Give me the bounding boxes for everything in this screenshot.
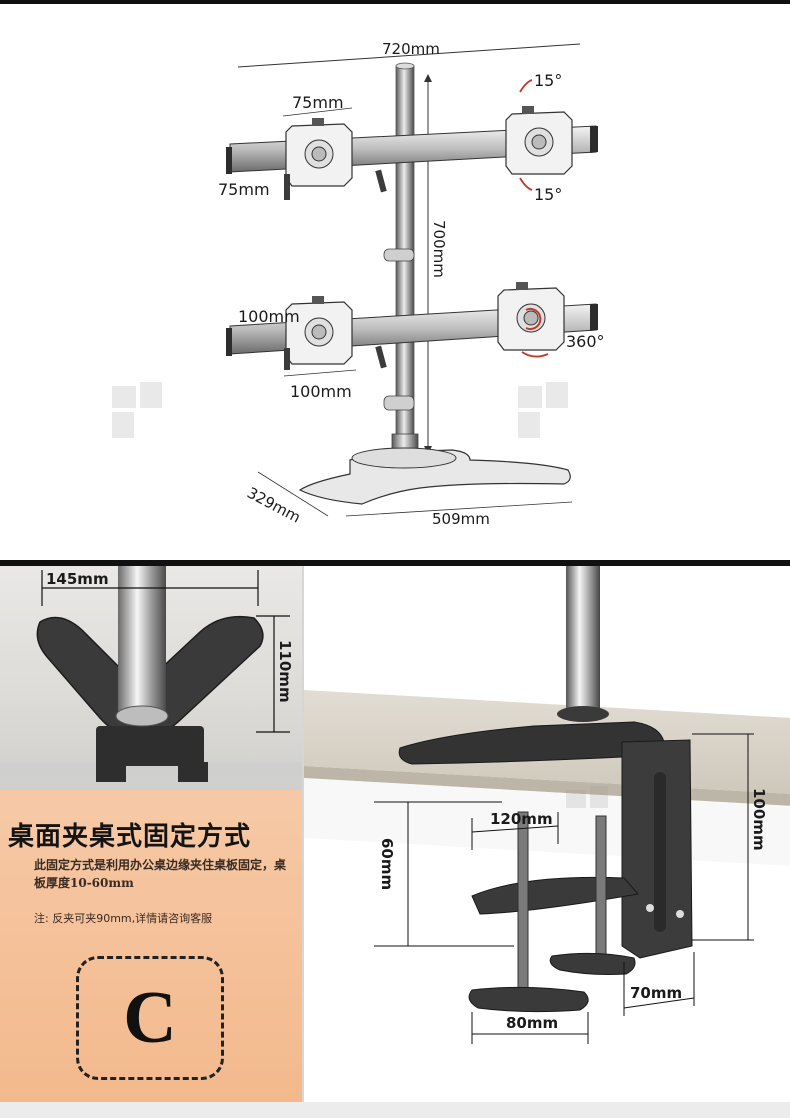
clamp-photo-drawing: 145mm 110mm — [0, 566, 302, 782]
tilt-knob — [284, 174, 290, 200]
stand-base — [298, 447, 571, 505]
dim-clamp-base-width: 80mm — [506, 1014, 558, 1032]
dim-clamp-side-width: 70mm — [630, 984, 682, 1002]
dim-rotate: 360° — [566, 332, 605, 351]
clamp-method-note: 注: 反夹可夹90mm,详情请咨询客服 — [34, 912, 213, 925]
dim-tilt-up: 15° — [534, 71, 562, 90]
dim-vesa-h-bottom: 100mm — [238, 307, 300, 326]
vesa-plate-bottom-left — [285, 296, 353, 365]
clamp-screw-left — [517, 811, 529, 989]
dim-clamp-photo-width: 145mm — [46, 570, 109, 588]
clamp-drawing: 120mm 60mm 100mm 70mm 80mm — [304, 566, 790, 1044]
pole-collar — [383, 248, 415, 262]
watermark-logo-clamp — [566, 786, 608, 808]
dim-clamp-photo-height: 110mm — [276, 640, 294, 703]
vesa-plate-top-left — [285, 118, 353, 187]
dim-clamp-desk-thickness: 60mm — [378, 838, 396, 890]
clamp-info-panel: 145mm 110mm 桌面夹桌式固定方式 此固定方式是利用办公桌边缘夹住桌板固… — [0, 566, 302, 1102]
clamp-screw-right — [595, 815, 607, 957]
dim-vesa-v-bottom: 100mm — [290, 382, 352, 401]
top-divider — [0, 0, 790, 4]
chrome-pole — [118, 566, 166, 716]
watermark-logo-left — [112, 382, 162, 438]
clamp-lower-plate — [471, 876, 639, 915]
clamp-pole — [566, 566, 600, 716]
clamp-info-background — [0, 790, 302, 1102]
stand-drawing: 720mm 700mm — [112, 40, 605, 528]
tilt-down-arrow — [519, 177, 533, 191]
dim-clamp-height: 100mm — [750, 788, 768, 851]
bottom-divider — [0, 1102, 790, 1118]
clamp-method-title: 桌面夹桌式固定方式 — [8, 822, 252, 852]
clamp-method-description: 此固定方式是利用办公桌边缘夹住桌板固定，桌板厚度10-60mm — [34, 858, 287, 890]
dim-tilt-down: 15° — [534, 185, 562, 204]
dim-base-width: 509mm — [432, 510, 490, 528]
rotate-arrow — [525, 308, 542, 330]
dim-width-label: 720mm — [382, 40, 440, 58]
tilt-up-arrow — [519, 79, 533, 93]
vesa-plate-top-right — [505, 106, 573, 175]
option-letter: C — [123, 976, 177, 1059]
dim-vesa-v-top: 75mm — [218, 180, 270, 199]
dim-height-label: 700mm — [430, 220, 448, 278]
dim-clamp-inner-width: 120mm — [490, 810, 553, 828]
clamp-foot-right — [549, 952, 636, 975]
section-divider — [0, 560, 790, 566]
stand-dimension-diagram: 720mm 700mm — [0, 4, 790, 560]
watermark-logo-right — [518, 382, 568, 438]
dim-base-depth: 329mm — [244, 484, 304, 527]
width-dimension-line — [237, 43, 581, 68]
clamp-block — [96, 726, 204, 766]
option-badge: C — [76, 956, 224, 1080]
dim-vesa-h-top: 75mm — [292, 93, 344, 112]
clamp-foot-left — [468, 986, 589, 1013]
vesa-plate-bottom-right — [497, 282, 565, 351]
clamp-dimension-diagram: 120mm 60mm 100mm 70mm 80mm — [302, 566, 790, 1102]
